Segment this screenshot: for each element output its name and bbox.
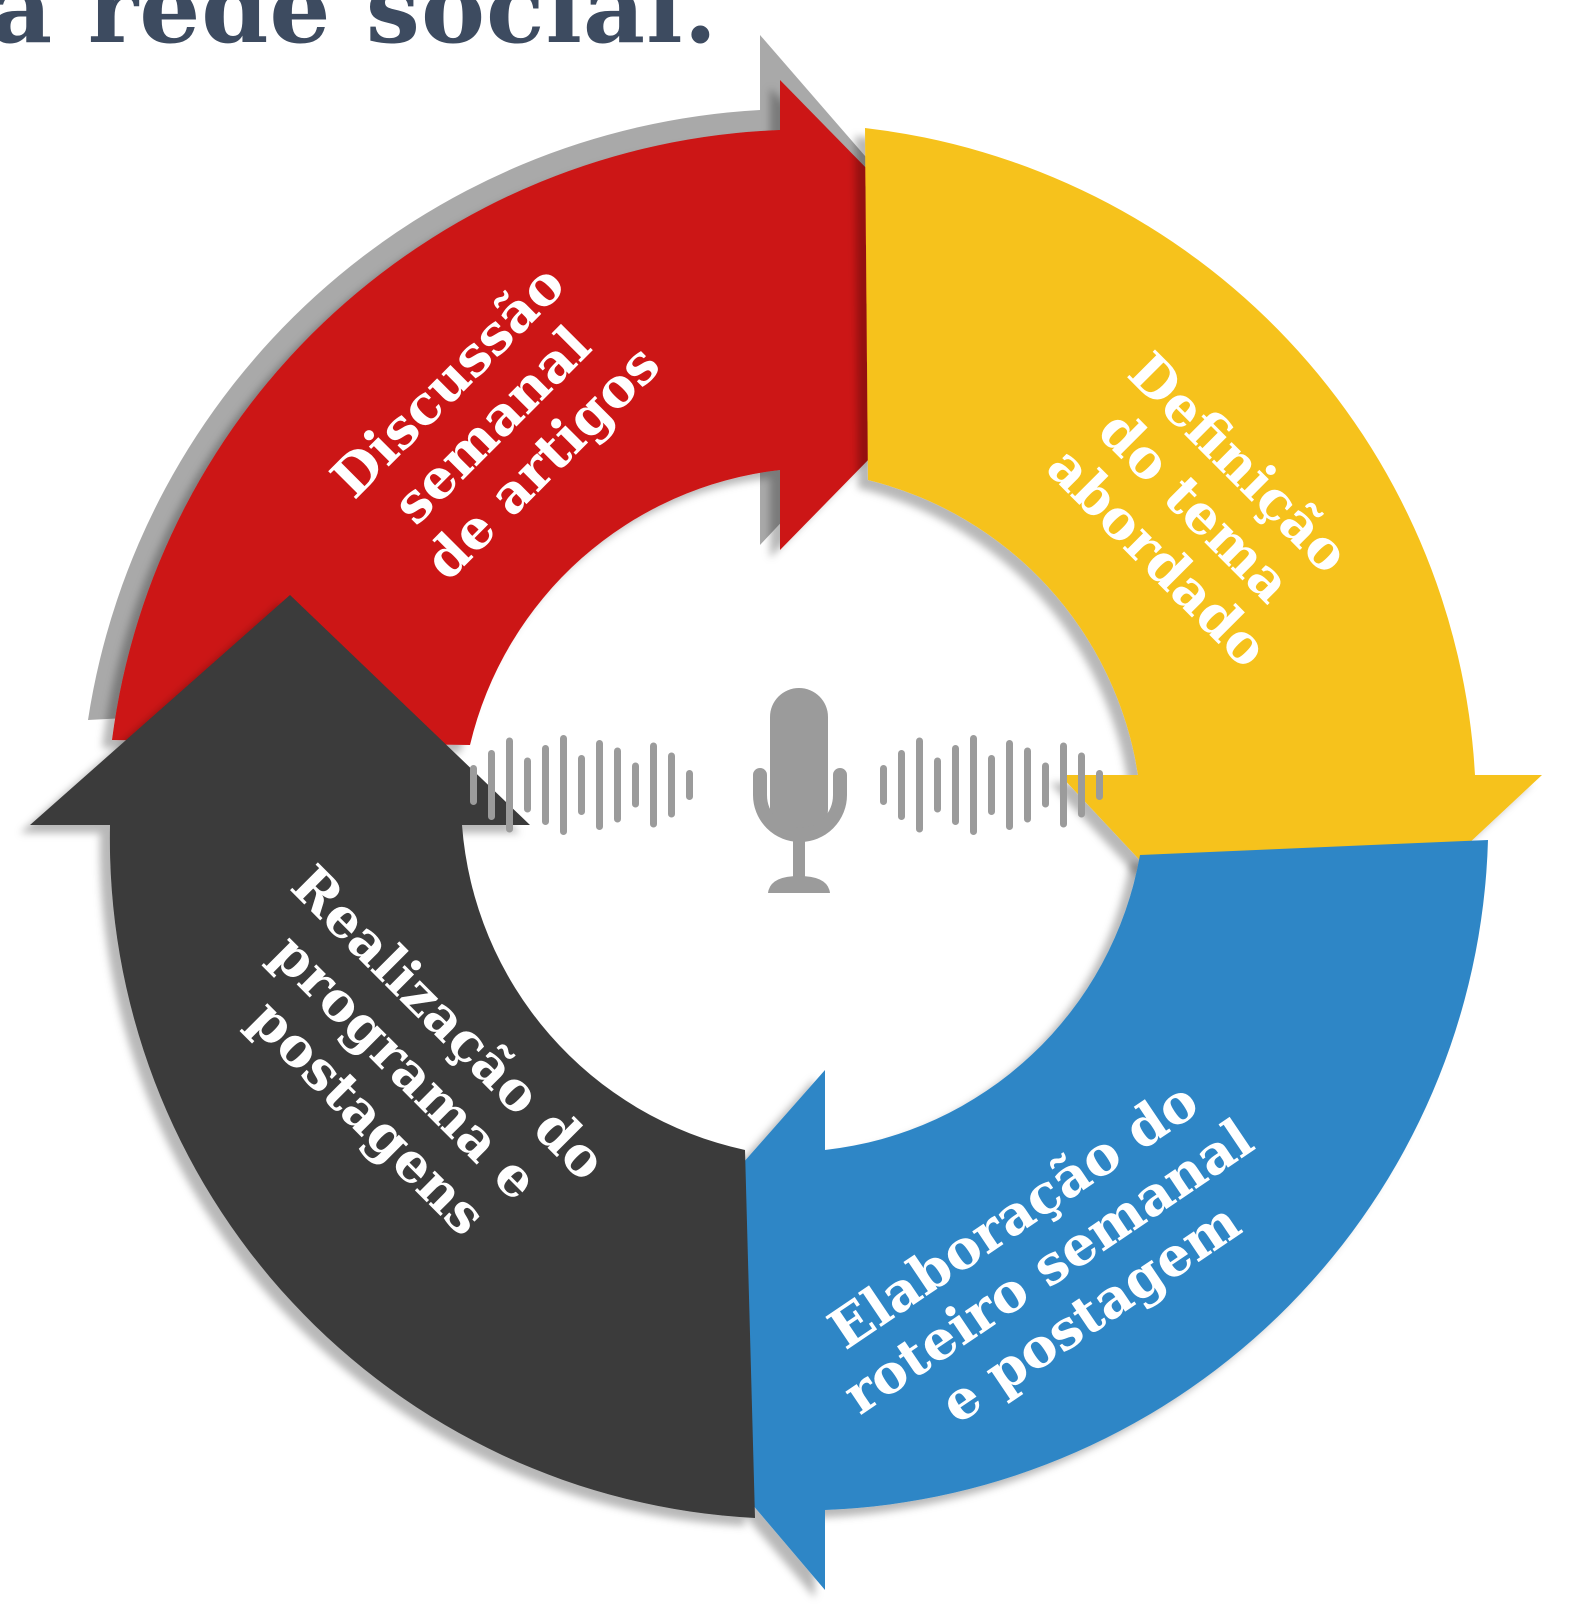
microphone-capsule (770, 688, 828, 838)
sound-wave-bar (1024, 747, 1031, 823)
blue-arrow-shape (600, 840, 1488, 1590)
sound-wave-bar (970, 735, 977, 835)
step-arrow-blue (600, 840, 1488, 1590)
page-title: a rede social. (0, 0, 718, 65)
microphone-waveform-icon (470, 688, 1103, 893)
sound-wave-bar (1042, 762, 1049, 808)
sound-wave-bar (470, 765, 477, 805)
yellow-arrow-shape (865, 128, 1542, 1015)
sound-wave-bar (542, 745, 549, 825)
sound-wave-bar (1006, 740, 1013, 830)
microphone-holder (753, 768, 847, 842)
sound-wave-bar (898, 750, 905, 820)
microphone-stand (793, 838, 805, 880)
sound-wave-bar (578, 755, 585, 815)
sound-wave-bar (614, 747, 621, 823)
step-arrow-dark (30, 595, 755, 1518)
sound-wave-bar (916, 737, 923, 833)
sound-wave-bar (560, 735, 567, 835)
sound-wave-bar (934, 757, 941, 813)
sound-wave-bar (596, 740, 603, 830)
sound-wave-bar (1078, 752, 1085, 818)
sound-wave-bar (632, 762, 639, 808)
sound-wave-bar (952, 745, 959, 825)
sound-wave-bar (668, 752, 675, 818)
step-arrow-yellow (865, 128, 1542, 1015)
sound-wave-bar (686, 770, 693, 800)
sound-wave-bar (1060, 742, 1067, 828)
sound-wave-right (880, 735, 1103, 835)
dark-arrow-shape (30, 595, 755, 1518)
sound-wave-bar (988, 755, 995, 815)
sound-wave-bar (488, 750, 495, 820)
sound-wave-bar (650, 742, 657, 828)
sound-wave-bar (524, 757, 531, 813)
sound-wave-bar (880, 765, 887, 805)
microphone-base (768, 876, 830, 893)
sound-wave-left (470, 735, 693, 835)
red-arrow-shape (112, 80, 1010, 745)
sound-wave-bar (1096, 770, 1103, 800)
sound-wave-bar (506, 737, 513, 833)
step-arrow-red (112, 80, 1010, 745)
